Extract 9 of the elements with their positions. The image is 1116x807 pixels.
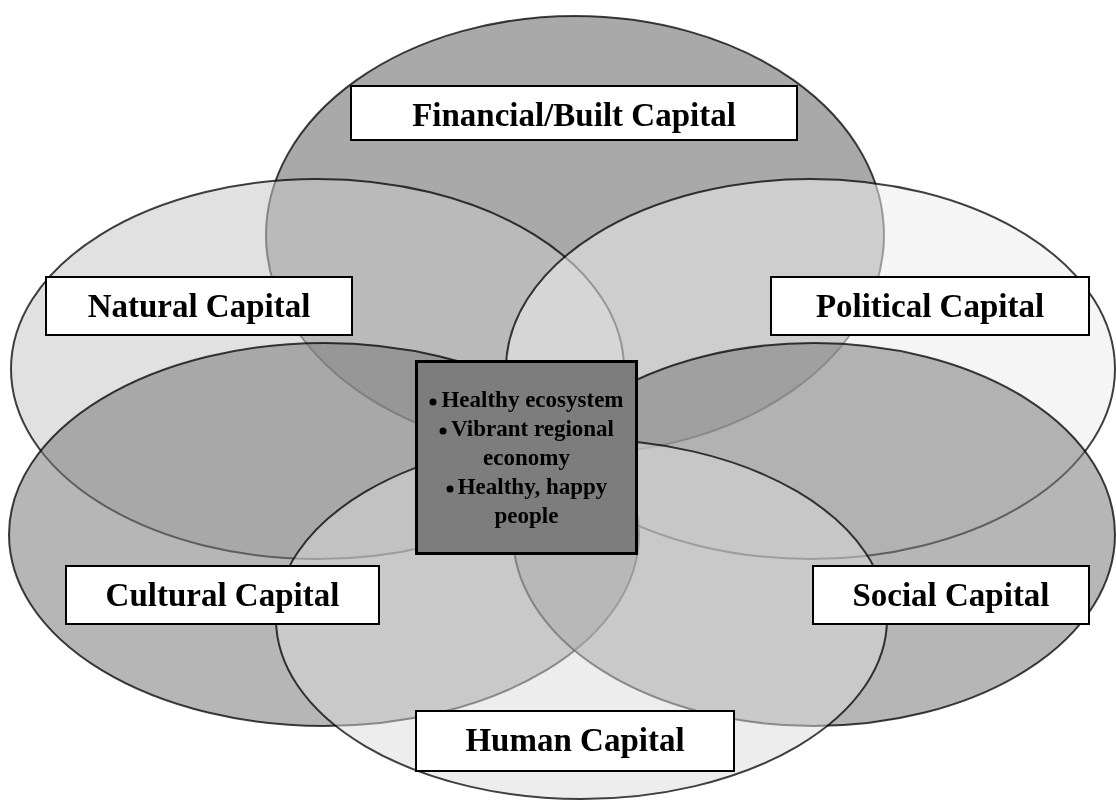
capital-label: Social Capital: [812, 565, 1090, 625]
outcome-item: Healthy ecosystem: [441, 387, 624, 412]
capital-label: Natural Capital: [45, 276, 353, 336]
outcome-item: Vibrant regional economy: [451, 416, 614, 470]
capital-label: Human Capital: [415, 710, 735, 772]
capital-label: Cultural Capital: [65, 565, 380, 625]
capital-label: Political Capital: [770, 276, 1090, 336]
capital-label: Financial/Built Capital: [350, 85, 798, 141]
outcome-item: Healthy, happy people: [457, 474, 608, 528]
